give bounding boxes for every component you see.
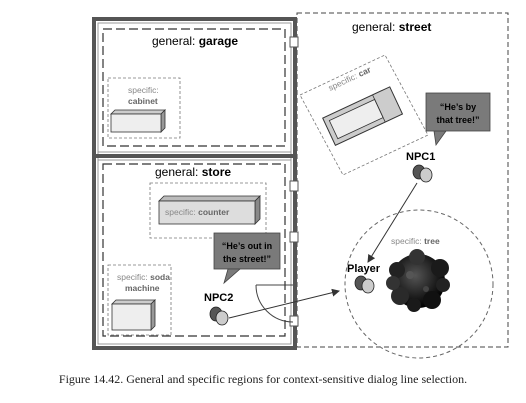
car-label: specific: car — [327, 64, 373, 93]
store-region: general: store — [102, 163, 286, 337]
soda-label-line2: machine — [125, 283, 160, 293]
garage-label: general: garage — [152, 34, 238, 48]
sight-arrows — [228, 182, 418, 319]
tree-region: specific: tree — [344, 209, 494, 359]
building-walls — [92, 17, 299, 350]
soda-machine-region: specific: soda machine — [107, 264, 172, 336]
npc1-speech-bubble: “He’s by that tree!” — [425, 92, 491, 147]
npc1: NPC1 — [406, 151, 435, 183]
cabinet-object — [110, 109, 166, 133]
player-label: Player — [347, 263, 381, 275]
npc2-speech-line2: the street!” — [223, 254, 271, 264]
car-object — [322, 86, 404, 146]
garage-region: general: garage — [102, 28, 286, 147]
player: Player — [347, 263, 381, 294]
street-region: general: street — [296, 12, 509, 348]
cabinet-prefix: specific: — [128, 85, 159, 95]
cabinet-label: cabinet — [128, 96, 158, 106]
figure-caption: Figure 14.42. General and specific regio… — [58, 372, 468, 386]
counter-label: specific: counter — [165, 207, 230, 217]
npc1-speech-line1: “He’s by — [440, 102, 476, 112]
store-label: general: store — [155, 165, 231, 179]
soda-machine-object — [111, 299, 156, 331]
tree-label: specific: tree — [391, 236, 440, 246]
npc2: NPC2 — [204, 292, 233, 326]
npc2-label: NPC2 — [204, 292, 233, 304]
door-swing — [255, 284, 294, 323]
npc1-label: NPC1 — [406, 151, 435, 163]
npc2-speech-line1: “He’s out in — [222, 241, 272, 251]
soda-label-line1: specific: soda — [117, 272, 170, 282]
counter-region: specific: counter — [149, 182, 267, 239]
npc1-speech-line2: that tree!” — [436, 115, 479, 125]
street-label: general: street — [352, 20, 431, 34]
counter-object — [158, 195, 261, 225]
npc1-to-player-arrow — [367, 182, 418, 263]
cabinet-region: specific: cabinet — [107, 77, 181, 139]
npc2-speech-bubble: “He’s out in the street!” — [213, 232, 281, 285]
tree-object — [386, 249, 450, 312]
npc2-to-player-arrow — [228, 288, 340, 319]
